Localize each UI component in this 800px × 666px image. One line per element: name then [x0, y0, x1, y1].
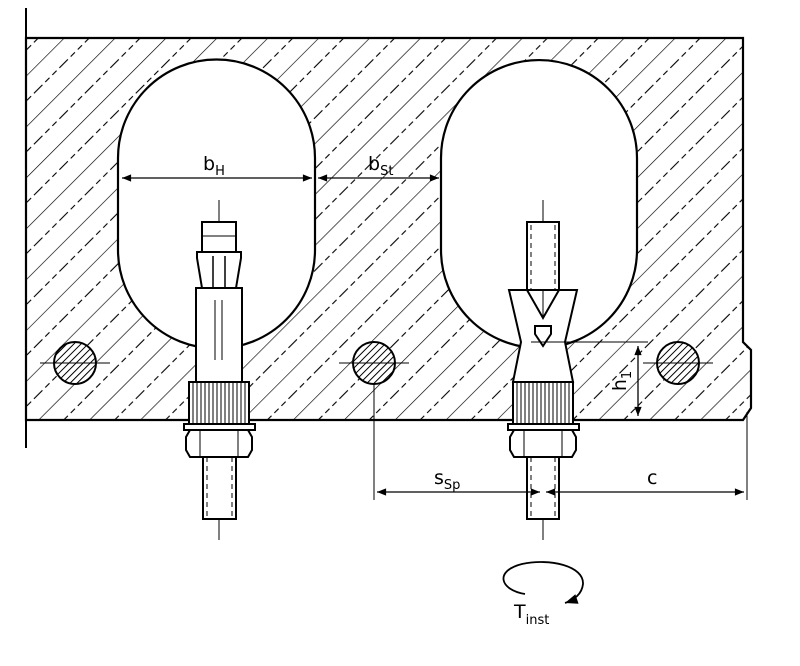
label-t-inst: Tinst [513, 601, 549, 628]
label-c: c [647, 467, 657, 489]
label-b-st: bSt [368, 153, 393, 179]
anchor-left-sleeve [195, 287, 243, 383]
anchor-right-nut [509, 429, 577, 458]
anchor-left-bolt-top [201, 221, 237, 253]
anchor-left-nut [185, 429, 253, 458]
anchor-left-knurled-collar [188, 381, 250, 425]
anchor-left-cone [196, 251, 242, 289]
anchor-right [507, 200, 580, 540]
slab-body [24, 36, 753, 422]
anchor-left [183, 200, 256, 540]
anchor-right-bolt-top [526, 221, 560, 291]
anchor-left-bolt-bottom [202, 456, 237, 520]
label-s-sp: sSp [434, 467, 460, 493]
torque-arrow [502, 561, 584, 604]
label-b-h: bH [203, 153, 225, 179]
anchor-right-cone-tip [534, 325, 552, 348]
anchor-right-knurled-collar [512, 381, 574, 425]
label-h1: h1 [609, 371, 635, 391]
anchor-right-bolt-bottom [526, 456, 560, 520]
